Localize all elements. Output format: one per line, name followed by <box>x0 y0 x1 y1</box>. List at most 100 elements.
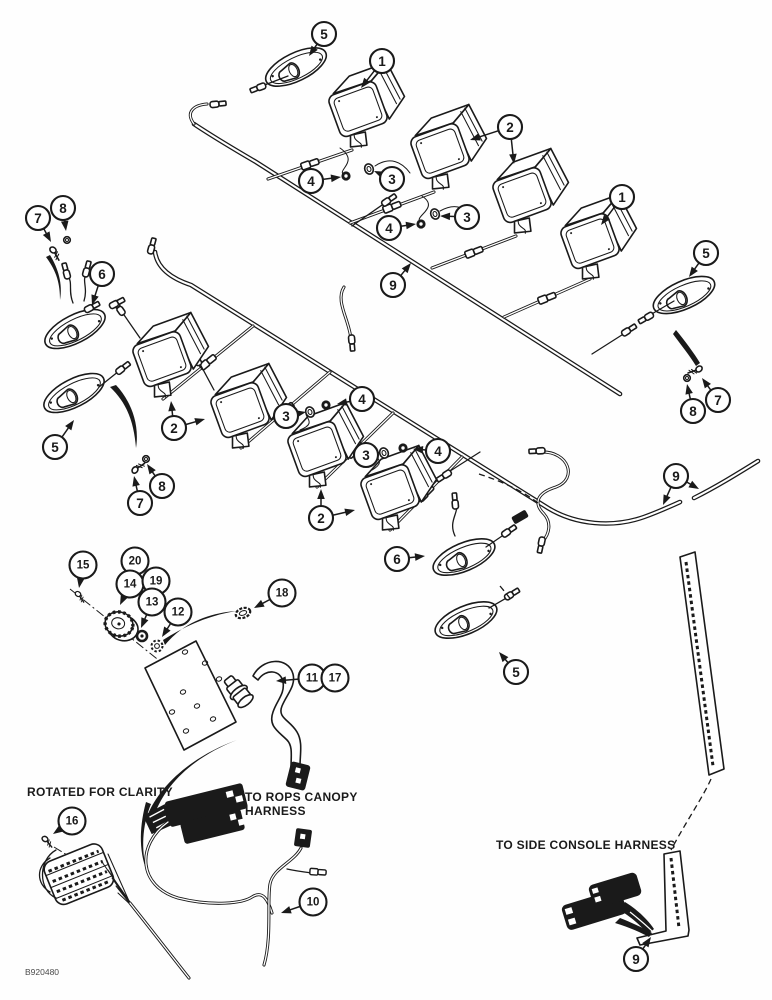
svg-text:7: 7 <box>714 393 722 408</box>
svg-text:2: 2 <box>317 511 325 526</box>
svg-text:4: 4 <box>434 444 442 459</box>
callout-13: 13 <box>137 587 167 628</box>
callout-20: 20 <box>120 546 150 576</box>
callout-3: 3 <box>374 165 406 193</box>
harness-branch-terminals <box>111 99 639 484</box>
callout-4: 4 <box>297 167 341 195</box>
work-lamp-1a <box>322 59 417 154</box>
svg-text:3: 3 <box>362 448 370 463</box>
callout-3: 3 <box>440 203 481 231</box>
oval-lamp-5c <box>37 364 111 422</box>
callout-9: 9 <box>662 462 699 505</box>
callout-12: 12 <box>162 597 193 637</box>
svg-text:10: 10 <box>307 897 320 909</box>
label-to-side-console-harness: TO SIDE CONSOLE HARNESS <box>496 838 676 852</box>
knob <box>103 610 139 642</box>
callout-15: 15 <box>68 550 98 588</box>
oval-lamp-6b <box>427 530 501 584</box>
work-lamp-2a <box>404 101 499 196</box>
callout-7: 7 <box>24 204 52 242</box>
svg-text:9: 9 <box>672 469 680 484</box>
jumper-wire <box>478 446 570 602</box>
callout-2: 2 <box>470 113 524 164</box>
svg-text:6: 6 <box>393 552 401 567</box>
roof-harness-trunk-front <box>188 102 620 394</box>
oval-lamps <box>37 39 721 647</box>
callout-9: 9 <box>622 937 651 973</box>
callout-10: 10 <box>281 887 328 917</box>
svg-text:5: 5 <box>51 440 59 455</box>
callout-6: 6 <box>383 545 425 573</box>
callout-17: 17 <box>320 663 350 693</box>
callout-1: 1 <box>361 47 396 88</box>
callout-4: 4 <box>337 385 376 413</box>
retainer-ring <box>234 606 252 620</box>
callout-5: 5 <box>689 239 720 277</box>
svg-text:16: 16 <box>66 816 79 828</box>
oval-lamp-6a <box>38 300 112 358</box>
lock-washer <box>135 629 149 643</box>
svg-text:2: 2 <box>506 120 514 135</box>
svg-text:7: 7 <box>136 496 144 511</box>
callout-8: 8 <box>147 464 176 500</box>
svg-text:8: 8 <box>689 404 697 419</box>
callout-4: 4 <box>413 437 452 465</box>
callout-7: 7 <box>126 476 154 517</box>
svg-text:1: 1 <box>378 54 386 69</box>
callout-16: 16 <box>53 806 87 836</box>
star-washer <box>150 639 164 653</box>
callout-7: 7 <box>702 378 732 414</box>
svg-text:1: 1 <box>618 190 626 205</box>
svg-text:11: 11 <box>306 673 319 685</box>
svg-text:2: 2 <box>170 421 178 436</box>
mounting-hardware <box>46 235 705 477</box>
side-console-assembly <box>561 551 725 946</box>
svg-text:8: 8 <box>59 201 67 216</box>
callout-8: 8 <box>679 384 707 425</box>
svg-text:15: 15 <box>77 560 90 572</box>
svg-text:4: 4 <box>307 174 315 189</box>
svg-text:8: 8 <box>158 479 166 494</box>
svg-text:3: 3 <box>388 172 396 187</box>
svg-text:3: 3 <box>282 409 290 424</box>
callout-2: 2 <box>160 401 205 442</box>
oval-lamp-5d <box>429 593 503 647</box>
clarity-connector-assembly <box>38 834 191 980</box>
oval-lamp-5a <box>259 39 333 95</box>
svg-text:7: 7 <box>34 211 42 226</box>
callout-3: 3 <box>272 402 306 430</box>
callout-2: 2 <box>307 489 355 532</box>
svg-text:18: 18 <box>276 588 289 600</box>
callout-14: 14 <box>115 569 145 605</box>
figure-code: B920480 <box>25 967 60 977</box>
svg-text:9: 9 <box>389 278 397 293</box>
rops-connector-assembly <box>142 783 328 967</box>
callout-18: 18 <box>254 578 297 608</box>
svg-text:13: 13 <box>146 597 159 609</box>
svg-text:5: 5 <box>320 27 328 42</box>
callout-1: 1 <box>601 183 636 225</box>
label-rotated-for-clarity: ROTATED FOR CLARITY <box>27 785 173 799</box>
callout-4: 4 <box>375 214 416 242</box>
callout-5: 5 <box>309 20 338 56</box>
callout-5: 5 <box>41 420 74 461</box>
switch-knob-cluster <box>69 588 252 751</box>
oval-lamp-5b <box>647 267 721 323</box>
svg-text:14: 14 <box>124 579 137 591</box>
callout-8: 8 <box>49 194 77 231</box>
svg-text:9: 9 <box>632 952 640 967</box>
svg-text:6: 6 <box>98 267 106 282</box>
svg-text:19: 19 <box>150 576 163 588</box>
mounting-plate <box>144 640 237 751</box>
work-lamp-1b <box>554 191 649 286</box>
callout-3: 3 <box>352 441 380 469</box>
bulb-socket-assembly <box>223 660 311 791</box>
callout-5: 5 <box>499 652 530 686</box>
svg-text:20: 20 <box>129 556 142 568</box>
svg-text:5: 5 <box>512 665 520 680</box>
svg-text:17: 17 <box>329 673 342 685</box>
svg-text:4: 4 <box>358 392 366 407</box>
